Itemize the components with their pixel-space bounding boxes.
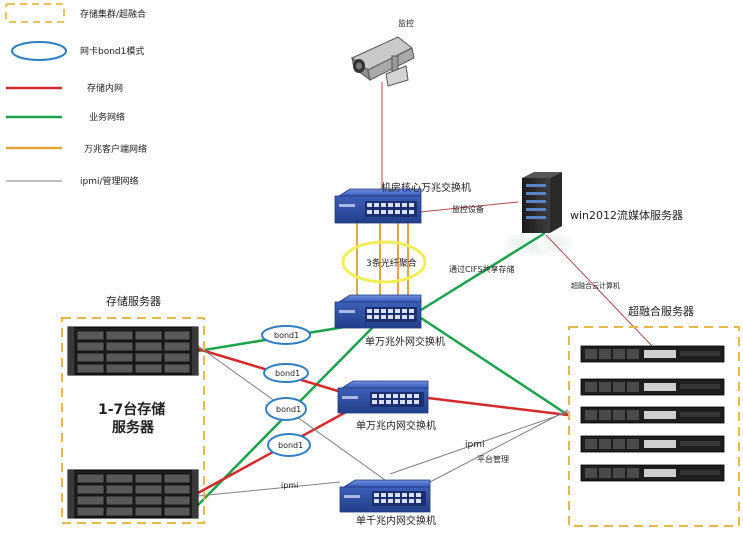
storage-server-1-icon <box>67 326 199 376</box>
business-ext-hci <box>420 316 569 417</box>
hci-group-label: 超融合服务器 <box>628 304 694 318</box>
platform-mgmt-label: 平台管理 <box>477 454 509 464</box>
bond-2: bond1 <box>263 363 309 383</box>
camera-label: 监控 <box>398 18 414 28</box>
hci-compute-label: 超融合云计算机 <box>571 281 620 290</box>
aggregation-ellipse <box>341 240 427 284</box>
ipmi-s2-gig <box>197 481 341 497</box>
bond-4: bond1 <box>267 433 311 457</box>
hci-servers <box>580 345 725 482</box>
hci-server-1-icon <box>580 345 725 363</box>
ipmi-label-left: ipmi <box>281 481 298 490</box>
ipmi-label-right: ipmi <box>465 440 484 450</box>
surveillance-camera-icon <box>351 36 415 87</box>
core-switch-label: 机房核心万兆交换机 <box>381 181 471 194</box>
bond-3-label: bond1 <box>276 405 301 414</box>
legend-cluster-swatch <box>5 3 65 23</box>
storage-cluster-box <box>61 317 205 524</box>
monitor-device-label: 监控设备 <box>452 204 484 214</box>
hci-server-5-icon <box>580 464 725 482</box>
core-switch-icon <box>334 188 422 224</box>
hci-server-3-icon <box>580 406 725 424</box>
bond-1-label: bond1 <box>274 331 299 340</box>
storage-lan-int-hci <box>427 396 569 417</box>
hci-server-2-icon <box>580 378 725 396</box>
aggregation-label: 3条光纤聚合 <box>366 257 417 269</box>
legend-ipmi-label: ipmi/管理网络 <box>80 175 139 187</box>
hci-compute-line <box>545 234 653 347</box>
bond-1: bond1 <box>261 325 311 345</box>
cloud-shape <box>504 233 573 256</box>
ext-switch-icon <box>334 294 422 329</box>
bond-2-label: bond1 <box>275 369 300 378</box>
storage-server-2-icon <box>67 469 199 519</box>
media-server-label: win2012流媒体服务器 <box>570 208 683 222</box>
int-switch-label: 单万兆内网交换机 <box>356 419 436 432</box>
hci-server-4-icon <box>580 435 725 453</box>
cifs-label: 通过CIFS共享存储 <box>449 264 514 274</box>
ipmi-mgmt-gig <box>389 411 569 475</box>
bond-4-label: bond1 <box>278 441 303 450</box>
media-server-icon <box>522 172 562 233</box>
monitor-line-media <box>419 201 519 213</box>
int-switch-icon <box>337 380 429 414</box>
legend-cluster-label: 存储集群/超融合 <box>80 8 146 20</box>
hci-cluster-box <box>568 326 740 527</box>
gig-switch-icon <box>339 479 431 513</box>
business-ext-media <box>420 231 546 312</box>
legend-business-label: 业务网络 <box>89 111 125 123</box>
legend-storage-lan-label: 存储内网 <box>87 82 123 94</box>
storage-desc-line-2: 服务器 <box>112 419 155 436</box>
legend-bond-swatch <box>11 41 67 61</box>
ipmi-gig-hci <box>429 409 569 483</box>
storage-group-label: 存储服务器 <box>106 294 161 308</box>
ext-switch-label: 单万兆外网交换机 <box>365 335 445 348</box>
gig-switch-label: 单千兆内网交换机 <box>356 514 436 527</box>
storage-desc-line-1: 1-7台存储 <box>98 401 165 418</box>
legend: 存储集群/超融合 网卡bond1模式 存储内网 业务网络 万兆客户端网络 ipm… <box>5 3 147 187</box>
legend-client-label: 万兆客户端网络 <box>84 143 147 155</box>
bond-3: bond1 <box>265 397 307 421</box>
legend-bond-label: 网卡bond1模式 <box>80 45 144 57</box>
